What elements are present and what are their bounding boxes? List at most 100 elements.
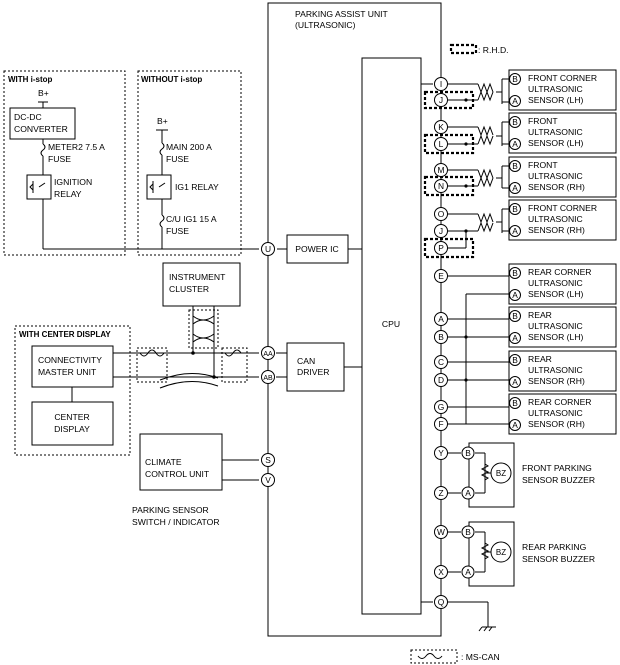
sensor-pin-b: B: [509, 310, 521, 322]
svg-text:J: J: [439, 95, 443, 105]
sensor-pin-b: B: [509, 397, 521, 409]
buzzer-pin-b: B: [461, 446, 475, 460]
center-display-heading: WITH CENTER DISPLAY: [19, 330, 111, 339]
with-istop-group: [3, 70, 126, 256]
rhd-legend-swatch: [449, 43, 478, 55]
sensor-label-line2: ULTRASONIC: [528, 408, 583, 418]
unit-pin-l-3: L: [434, 137, 448, 151]
sensor-pin-a: A: [509, 376, 521, 388]
instrument-cluster-line1: INSTRUMENT: [169, 272, 226, 282]
sensor-label-line2: ULTRASONIC: [528, 127, 583, 137]
unit-pin-o-6: O: [434, 207, 448, 221]
svg-text:S: S: [265, 455, 271, 465]
sensor-pin-a: A: [509, 419, 521, 431]
sensor-label-line3: SENSOR (RH): [528, 225, 585, 235]
sensor-pin-a: A: [509, 138, 521, 150]
instrument-cluster-box: [162, 262, 241, 307]
svg-text:Y: Y: [438, 448, 444, 458]
svg-text:A: A: [465, 488, 471, 498]
cmu-line1: CONNECTIVITY: [38, 355, 102, 365]
can-driver-line1: CAN: [297, 356, 315, 366]
sensor-label-line1: FRONT CORNER: [528, 73, 597, 83]
parking-sensor-switch-line2: SWITCH / INDICATOR: [132, 517, 220, 527]
sensor-label-line2: ULTRASONIC: [528, 365, 583, 375]
svg-text:C: C: [438, 357, 444, 367]
unit-pin-v: V: [261, 473, 275, 487]
dcdc-converter-box: [9, 107, 76, 140]
buzzer-pin-b: B: [461, 525, 475, 539]
dcdc-line2: CONVERTER: [14, 124, 68, 134]
buzzer-icon: [490, 462, 512, 484]
svg-text:A: A: [512, 377, 518, 387]
unit-pin-z-17: Z: [434, 486, 448, 500]
unit-pin-p-8: P: [434, 241, 448, 255]
main-fuse-line1: MAIN 200 A: [166, 142, 212, 152]
sensor-pin-a: A: [509, 332, 521, 344]
buzzer-pin-a: A: [461, 565, 475, 579]
rear-sensor-wiring: [446, 275, 509, 425]
can-driver-line2: DRIVER: [297, 367, 329, 377]
svg-text:B: B: [465, 527, 471, 537]
meter2-fuse-line1: METER2 7.5 A: [48, 142, 105, 152]
svg-text:A: A: [512, 139, 518, 149]
unit-pin-m-4: M: [434, 163, 448, 177]
sensor-label-line1: REAR: [528, 310, 552, 320]
svg-text:B: B: [512, 204, 518, 214]
sensor-label-line1: REAR CORNER: [528, 397, 592, 407]
sensor-label-line3: SENSOR (LH): [528, 289, 584, 299]
without-istop-heading: WITHOUT i-stop: [141, 75, 202, 84]
cpu-box: [361, 57, 422, 615]
svg-text:A: A: [512, 420, 518, 430]
sensor-label-line3: SENSOR (LH): [528, 95, 584, 105]
sensor-label-line3: SENSOR (RH): [528, 376, 585, 386]
unit-pin-ab: AB: [261, 370, 275, 384]
buzzer-label-line2: SENSOR BUZZER: [522, 554, 595, 564]
unit-pin-i-0: I: [434, 77, 448, 91]
unit-pin-d-13: D: [434, 373, 448, 387]
without-istop-bplus: B+: [157, 116, 168, 126]
buzzer-label-line1: FRONT PARKING: [522, 463, 592, 473]
sensor-pin-a: A: [509, 95, 521, 107]
sensor-label-line3: SENSOR (LH): [528, 332, 584, 342]
unit-pin-c-12: C: [434, 355, 448, 369]
sensor-pin-b: B: [509, 354, 521, 366]
sensor-label-line1: FRONT: [528, 160, 558, 170]
svg-text:I: I: [440, 79, 442, 89]
cu-ig1-fuse-line2: FUSE: [166, 226, 189, 236]
svg-text:K: K: [438, 122, 444, 132]
unit-title-line2: (ULTRASONIC): [295, 20, 356, 30]
ignition-relay-line2: RELAY: [54, 189, 82, 199]
sensor-pin-b: B: [509, 160, 521, 172]
svg-text:B: B: [465, 448, 471, 458]
buzzer-label-line1: REAR PARKING: [522, 542, 587, 552]
sensor-pin-a: A: [509, 182, 521, 194]
sensor-pin-b: B: [509, 116, 521, 128]
sensor-label-line2: ULTRASONIC: [528, 321, 583, 331]
unit-pin-n-5: N: [434, 179, 448, 193]
climate-control-unit-box: [139, 433, 223, 491]
svg-text:W: W: [437, 527, 445, 537]
sensor-label-line1: FRONT: [528, 116, 558, 126]
unit-pin-b-11: B: [434, 330, 448, 344]
sensor-pin-b: B: [509, 267, 521, 279]
rhd-box-p: [423, 237, 475, 259]
svg-text:A: A: [512, 96, 518, 106]
sensor-label-line2: ULTRASONIC: [528, 214, 583, 224]
svg-text:P: P: [438, 243, 444, 253]
with-istop-bplus: B+: [38, 88, 49, 98]
sensor-pin-b: B: [509, 203, 521, 215]
svg-text:B: B: [512, 398, 518, 408]
svg-text:Q: Q: [438, 597, 445, 607]
svg-text:A: A: [512, 183, 518, 193]
unit-pin-e-9: E: [434, 269, 448, 283]
svg-text:Z: Z: [438, 488, 443, 498]
unit-pin-g-14: G: [434, 400, 448, 414]
svg-text:X: X: [438, 567, 444, 577]
